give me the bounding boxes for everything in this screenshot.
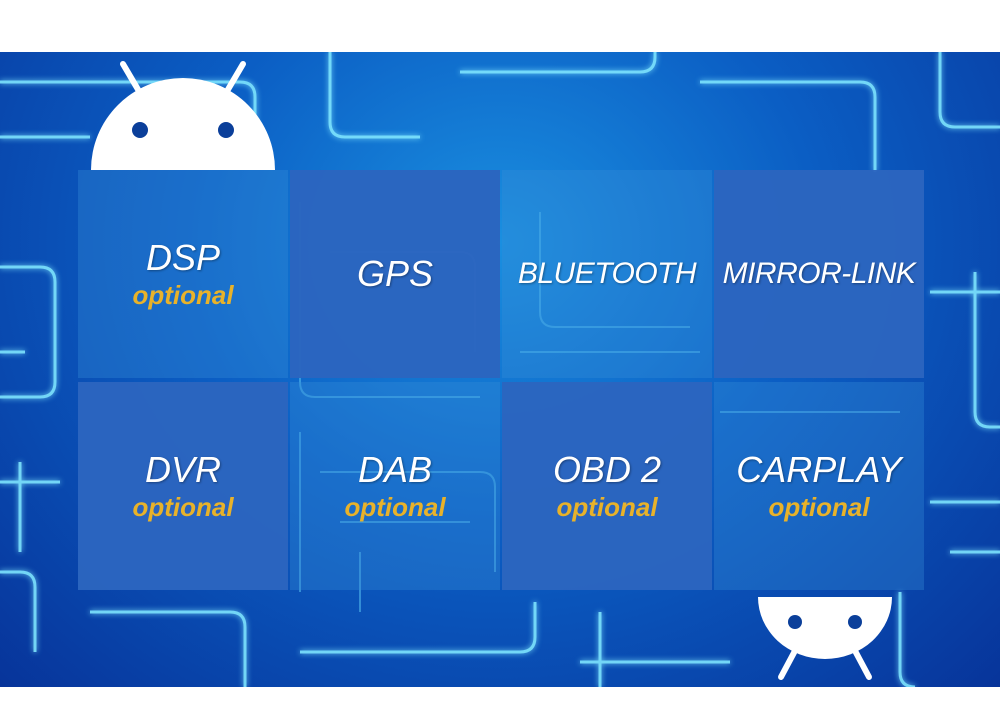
tile-carplay: CARPLAY optional [714,382,924,590]
feature-name: DAB [357,449,433,490]
feature-name: MIRROR-LINK [722,257,916,290]
tile-dab: DAB optional [290,382,500,590]
android-robot-icon [91,61,275,170]
feature-banner: DSP optional GPS BLUETOOTH MIRROR-LINK D… [0,52,1000,687]
optional-label: optional [768,492,870,522]
optional-label: optional [132,492,234,522]
tile-bluetooth: BLUETOOTH [502,170,712,378]
feature-name: OBD 2 [552,449,662,490]
feature-name: GPS [356,253,434,294]
tile-obd2: OBD 2 optional [502,382,712,590]
optional-label: optional [344,492,446,522]
tile-dsp: DSP optional [78,170,288,378]
optional-label: optional [132,280,234,310]
android-robot-upside-down-icon [758,597,892,680]
tile-gps: GPS [290,170,500,378]
feature-name: DSP [145,237,221,278]
feature-name: CARPLAY [736,449,902,490]
feature-name: DVR [144,449,221,490]
feature-name: BLUETOOTH [517,257,697,290]
optional-label: optional [556,492,658,522]
tile-mirror-link: MIRROR-LINK [714,170,924,378]
tile-dvr: DVR optional [78,382,288,590]
